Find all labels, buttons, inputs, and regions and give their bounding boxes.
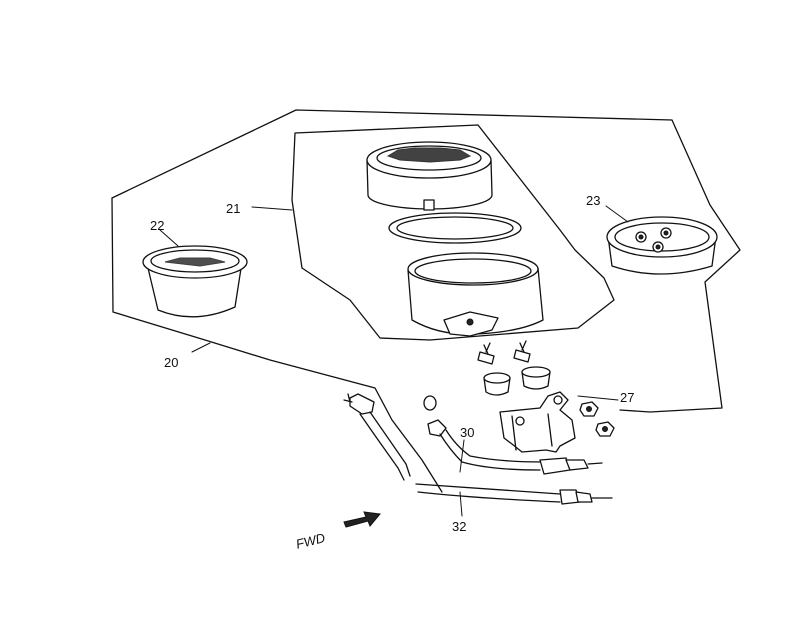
callout-21: 21 [226, 201, 240, 216]
callout-27: 27 [620, 390, 634, 405]
forward-arrow-icon [343, 511, 381, 528]
rubber-grommets [423, 366, 551, 411]
indicator-cup-right [606, 216, 718, 275]
meter-bracket [499, 391, 576, 453]
forward-direction-indicator: FWD [294, 530, 326, 552]
meter-panel-outline [291, 124, 615, 341]
speedometer-cable [343, 393, 411, 481]
meter-housing-outline [111, 109, 741, 493]
wire-harness [427, 419, 603, 475]
main-gauge [366, 141, 493, 211]
callout-23: 23 [586, 193, 600, 208]
fwd-label: FWD [294, 530, 326, 552]
mounting-screws [477, 340, 531, 365]
leader-lines [159, 205, 629, 517]
callout-30: 30 [460, 425, 474, 440]
gauge-housing-cup [407, 252, 544, 337]
gauge-gasket [388, 212, 522, 244]
callout-32: 32 [452, 519, 466, 534]
tachometer-cable [415, 483, 613, 505]
callout-22: 22 [150, 218, 164, 233]
bracket-nuts [579, 401, 615, 437]
small-gauge-left [142, 245, 248, 318]
callout-20: 20 [164, 355, 178, 370]
